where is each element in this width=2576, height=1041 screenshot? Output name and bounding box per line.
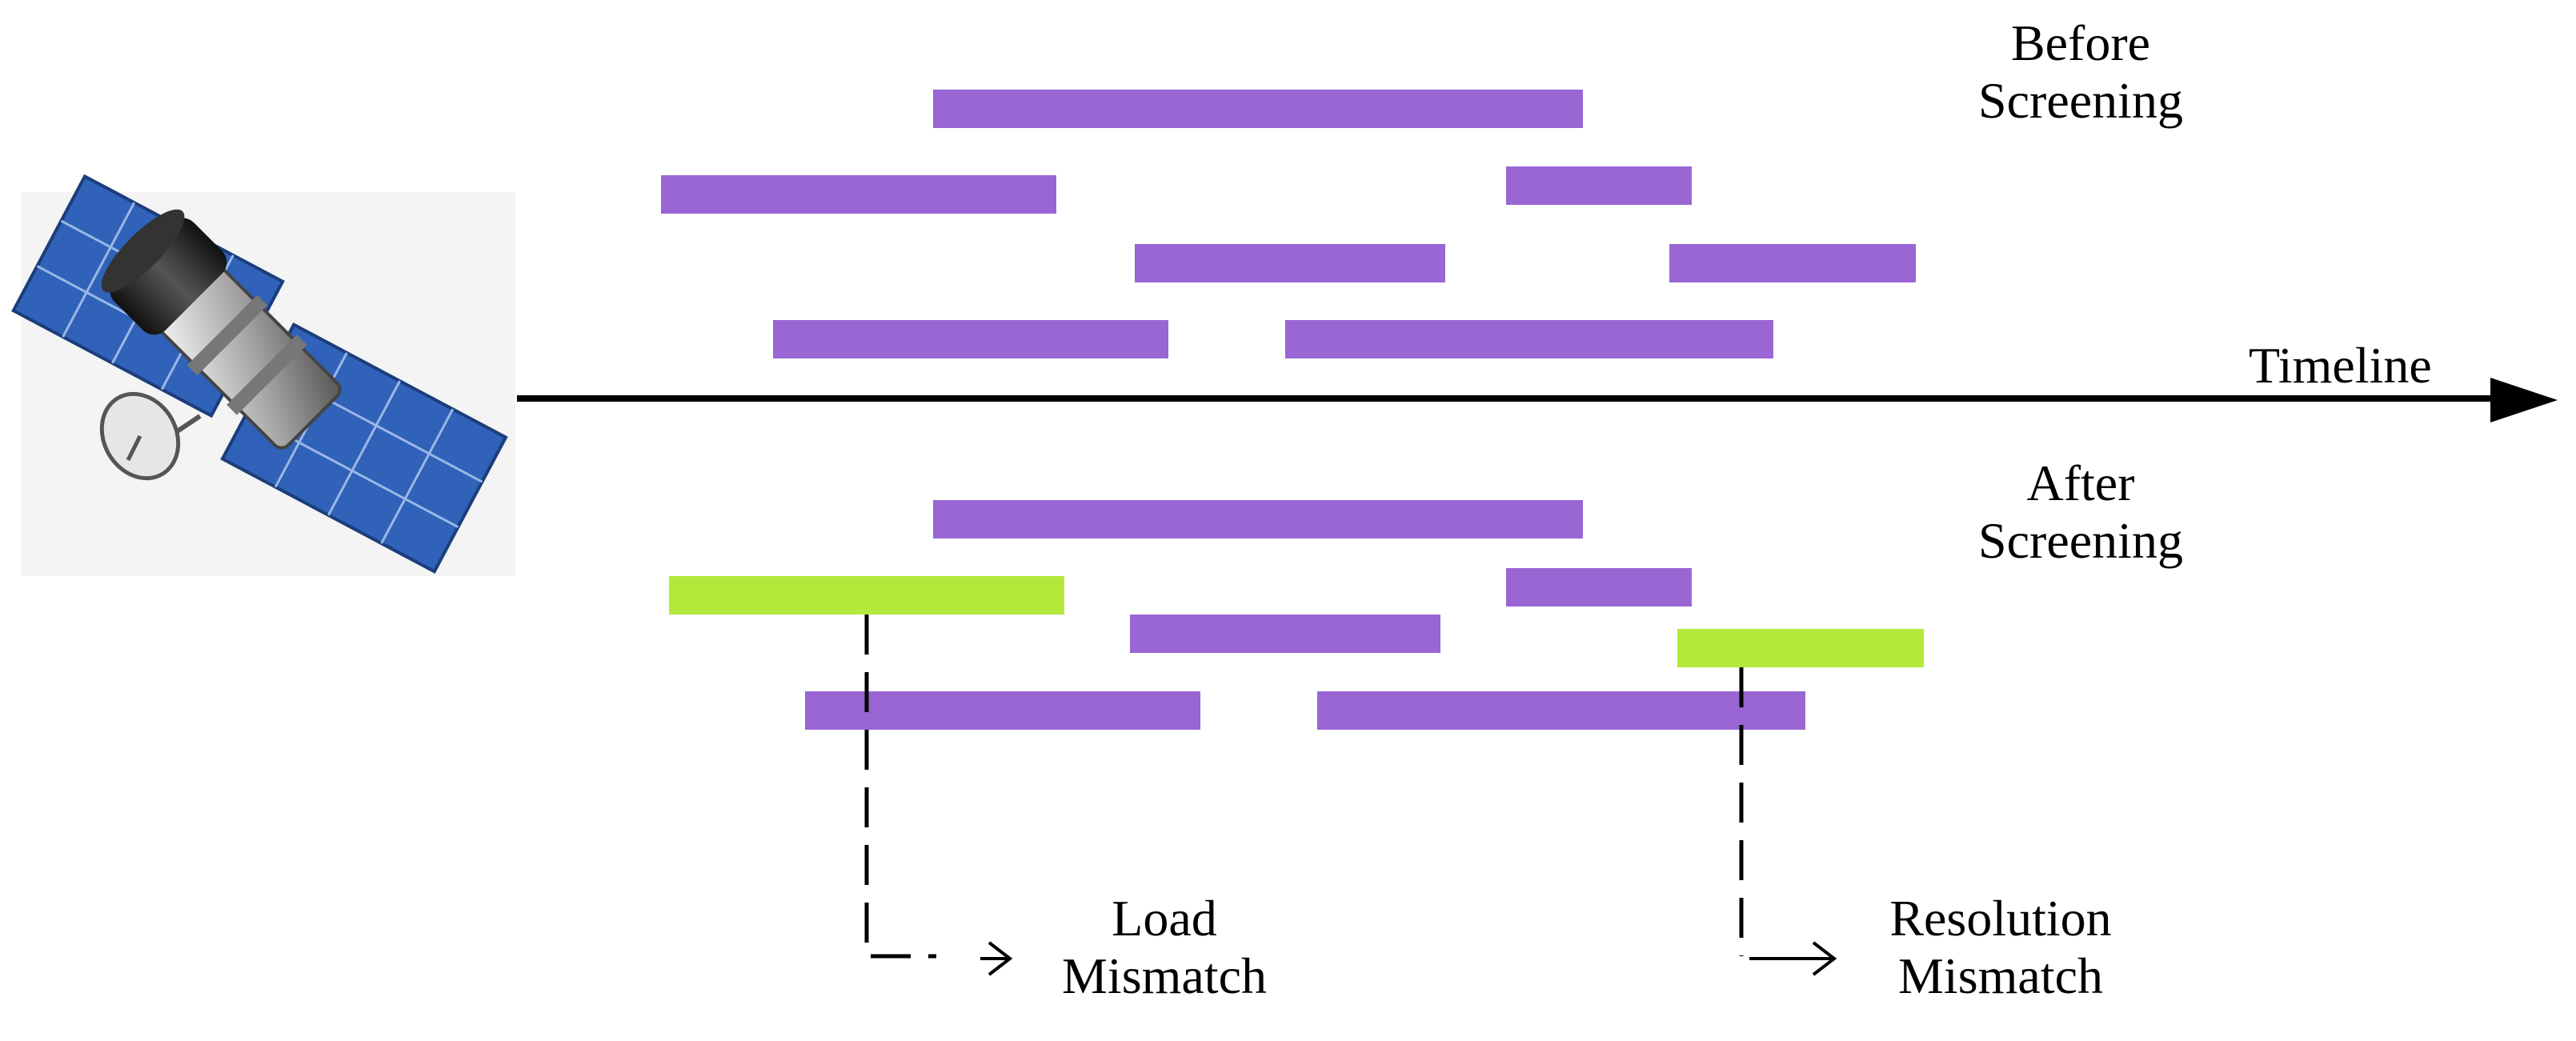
timeline-arrowhead <box>2490 378 2558 422</box>
after-bar-load-mismatch <box>669 576 1064 615</box>
after-screening-label: After Screening <box>1945 454 2217 569</box>
after-screening-bars <box>669 500 1924 730</box>
load-mismatch-label: Load Mismatch <box>1016 890 1312 1004</box>
after-bar-resolution-mismatch <box>1677 629 1924 667</box>
before-bar <box>1135 244 1445 282</box>
after-bar <box>1317 691 1805 730</box>
load-mismatch-line-1: Load <box>1112 890 1217 947</box>
before-screening-label: Before Screening <box>1945 14 2217 129</box>
resolution-mismatch-callout <box>1739 667 1837 976</box>
after-bar <box>1130 615 1440 653</box>
satellite-icon <box>11 174 515 576</box>
load-mismatch-callout <box>864 615 1013 976</box>
timeline-label: Timeline <box>2249 337 2432 394</box>
before-screening-line-1: Before <box>2010 14 2151 71</box>
after-bar <box>805 691 1200 730</box>
before-bar <box>1669 244 1916 282</box>
resolution-mismatch-label: Resolution Mismatch <box>1841 890 2161 1004</box>
load-mismatch-line-2: Mismatch <box>1062 947 1267 1004</box>
resolution-mismatch-line-2: Mismatch <box>1898 947 2103 1004</box>
after-bar <box>1506 568 1692 607</box>
before-bar <box>933 90 1583 128</box>
after-screening-line-2: Screening <box>1978 511 2183 569</box>
before-screening-bars <box>661 90 1916 358</box>
after-bar <box>933 500 1583 539</box>
satellite-body <box>101 209 342 450</box>
before-screening-line-2: Screening <box>1978 71 2183 129</box>
before-bar <box>773 320 1168 358</box>
before-bar <box>661 175 1056 214</box>
before-bar <box>1285 320 1773 358</box>
before-bar <box>1506 166 1692 205</box>
after-screening-line-1: After <box>2026 454 2135 511</box>
dish-antenna <box>99 391 202 481</box>
resolution-mismatch-line-1: Resolution <box>1889 890 2112 947</box>
